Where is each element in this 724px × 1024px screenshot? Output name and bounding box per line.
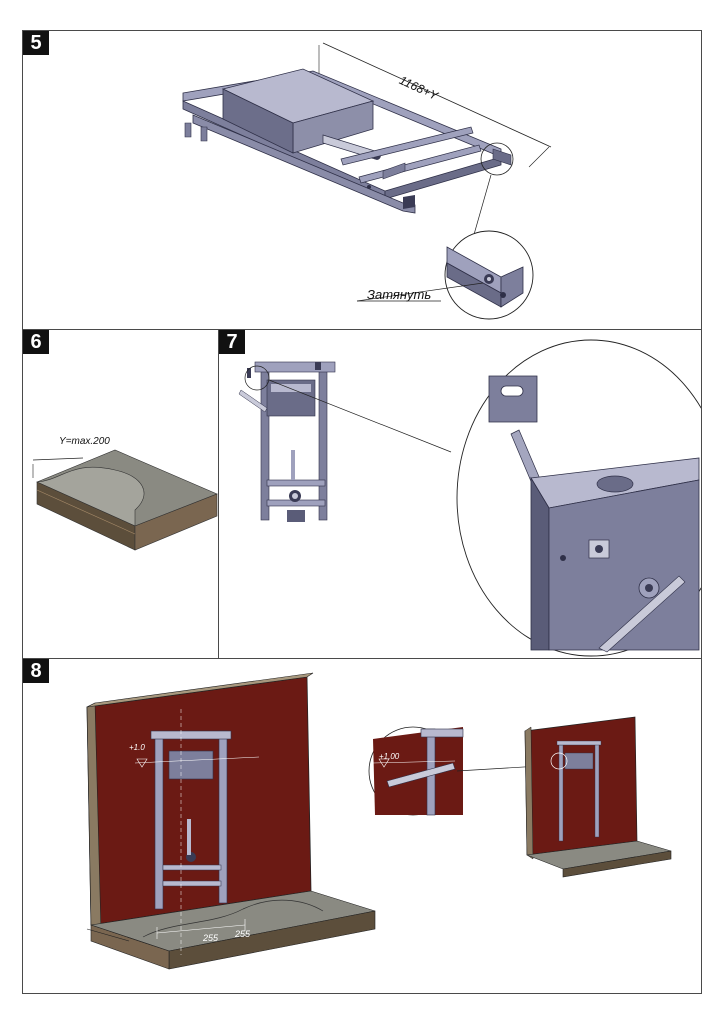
step-number-badge: 7: [219, 330, 245, 354]
installation-frame-drawing: [182, 42, 552, 320]
wall-mounting-drawing: [86, 672, 672, 970]
offset-left-label: 255: [203, 933, 219, 943]
step-number-badge: 8: [23, 659, 49, 683]
step-5-panel: 5: [22, 30, 702, 330]
offset-right-label: 255: [235, 929, 251, 939]
step-8-panel: 8: [22, 658, 702, 994]
floor-cutout-drawing: [32, 449, 218, 551]
wall-anchor-drawing: [238, 339, 701, 657]
depth-label: Y=max.200: [59, 436, 110, 447]
step-number-badge: 5: [23, 31, 49, 55]
level-mark-main: +1.0: [129, 743, 145, 752]
tighten-callout-label: Затянуть: [367, 287, 432, 302]
level-mark-zoom: +1.00: [379, 752, 400, 761]
step-7-panel: 7: [218, 329, 702, 659]
step-number-badge: 6: [23, 330, 49, 354]
step-6-panel: 6 Y=max.200: [22, 329, 219, 659]
